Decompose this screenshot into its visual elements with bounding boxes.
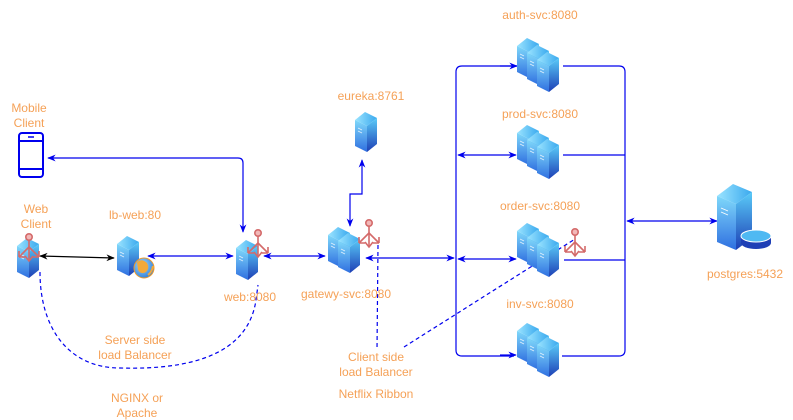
inv-svc-label: inv-svc:8080 [506,297,574,311]
server-icon [536,138,560,180]
globe-icon [133,257,155,279]
server-icon [536,236,560,278]
node-prod-svc[interactable]: prod-svc:8080 [502,107,578,180]
server-icon [536,51,560,93]
node-inv-svc[interactable]: inv-svc:8080 [506,297,574,378]
lb-web-label: lb-web:80 [109,208,161,222]
edge-web-mobile [47,154,247,233]
eureka-label: eureka:8761 [338,89,405,103]
load-balancer-icon [564,228,586,257]
connectors [39,62,718,369]
server-lb-label-2: load Balancer [98,348,171,362]
database-server-icon [717,184,772,250]
web-label: web:8080 [223,290,276,304]
annotations: Server side load Balancer NGINX or Apach… [98,333,413,420]
edge-webclient-lbweb [39,252,115,262]
server-lb-arc [39,271,259,369]
server-icon [337,232,361,274]
client-lb-impl: Netflix Ribbon [339,387,414,401]
server-icon [536,336,560,378]
service-bus-right [562,65,626,357]
postgres-label: postgres:5432 [707,267,783,281]
node-mobile-client[interactable]: Mobile Client [11,101,47,178]
web-client-label-1: Web [24,202,49,216]
server-icon [16,237,40,279]
order-svc-label: order-svc:8080 [500,199,580,213]
client-lb-label-2: load Balancer [339,365,412,379]
node-postgres[interactable]: postgres:5432 [707,184,783,281]
server-lb-impl-1: NGINX or [111,391,163,405]
node-gateway[interactable]: gatewy-svc:8080 [301,219,391,301]
node-lb-web[interactable]: lb-web:80 [109,208,161,279]
node-auth-svc[interactable]: auth-svc:8080 [502,8,578,93]
node-web[interactable]: web:8080 [223,229,276,304]
server-lb-label-1: Server side [105,333,166,347]
service-bus-left [455,65,518,357]
node-eureka[interactable]: eureka:8761 [338,89,405,153]
edge-gateway-eureka [346,159,366,227]
mobile-client-label-2: Client [14,116,45,130]
node-order-svc[interactable]: order-svc:8080 [500,199,586,278]
server-lb-impl-2: Apache [117,406,158,420]
load-balancer-icon [358,219,380,248]
auth-svc-label: auth-svc:8080 [502,8,578,22]
web-client-label-2: Client [21,217,52,231]
mobile-client-label-1: Mobile [11,101,47,115]
client-lb-label-1: Client side [348,350,404,364]
prod-svc-label: prod-svc:8080 [502,107,578,121]
mobile-phone-icon [18,132,44,178]
server-icon [354,111,378,153]
client-lb-line-gateway [376,244,379,351]
node-web-client[interactable]: Web Client [16,202,52,279]
gateway-label: gatewy-svc:8080 [301,287,391,301]
